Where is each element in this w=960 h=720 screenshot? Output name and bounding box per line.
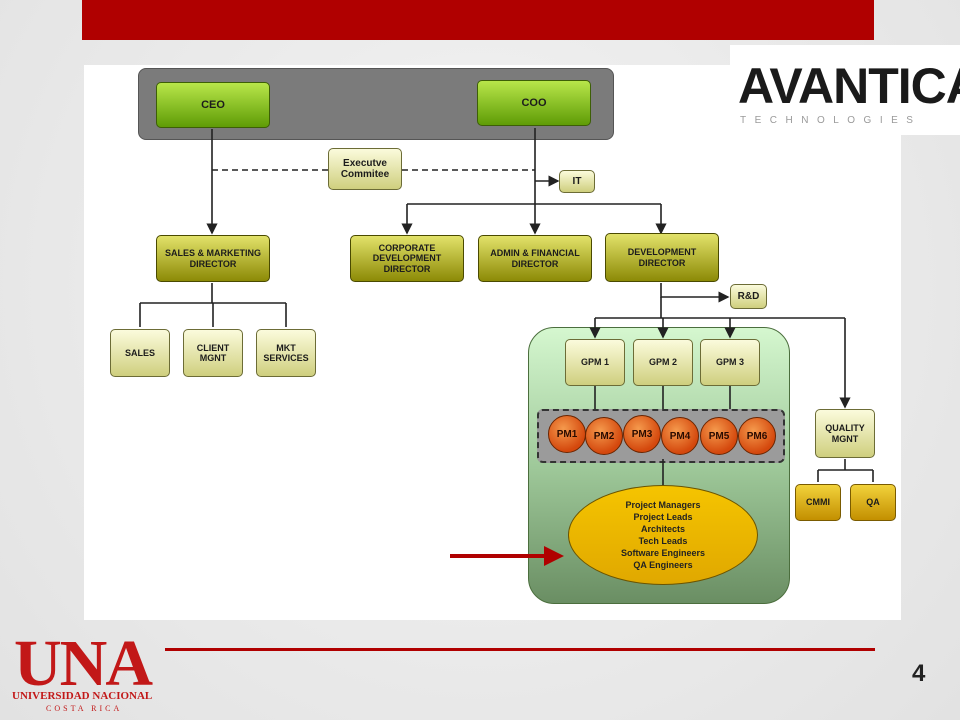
quality-mgnt-node: QUALITY MGNT bbox=[815, 409, 875, 458]
bottom-accent-rule bbox=[165, 648, 875, 651]
quality-children-lines bbox=[817, 459, 874, 482]
sales-marketing-director-node: SALES & MARKETING DIRECTOR bbox=[156, 235, 270, 282]
development-director-node: DEVELOPMENT DIRECTOR bbox=[605, 233, 719, 282]
avantica-logo-tagline: TECHNOLOGIES bbox=[740, 115, 922, 126]
gpm-to-pm-lines bbox=[594, 386, 731, 409]
executive-committee-node: Executve Commitee bbox=[328, 148, 402, 190]
team-role-architects: Architects bbox=[640, 524, 685, 534]
una-logo-wordmark: UNA bbox=[14, 627, 153, 700]
pm6-node: PM6 bbox=[738, 417, 776, 455]
pm1-node: PM1 bbox=[548, 415, 586, 453]
cmmi-node: CMMI bbox=[795, 484, 841, 521]
ceo-node: CEO bbox=[156, 82, 270, 128]
team-roles-ellipse: Project Managers Project Leads Architect… bbox=[568, 485, 758, 585]
coo-node: COO bbox=[477, 80, 591, 126]
mkt-services-node: MKT SERVICES bbox=[256, 329, 316, 377]
avantica-logo-wordmark: AVANTICA bbox=[738, 58, 960, 114]
corporate-development-director-node: CORPORATE DEVELOPMENT DIRECTOR bbox=[350, 235, 464, 282]
team-role-qa-engineers: QA Engineers bbox=[633, 560, 693, 570]
team-role-software-engineers: Software Engineers bbox=[620, 548, 706, 558]
team-role-tech-leads: Tech Leads bbox=[638, 536, 688, 546]
rnd-node: R&D bbox=[730, 284, 767, 309]
pm5-node: PM5 bbox=[700, 417, 738, 455]
page-number: 4 bbox=[912, 660, 926, 687]
una-logo: UNA UNIVERSIDAD NACIONAL COSTA RICA bbox=[8, 627, 163, 716]
development-bus-line bbox=[595, 297, 845, 319]
una-logo-country: COSTA RICA bbox=[46, 704, 123, 713]
avantica-logo: AVANTICA TECHNOLOGIES bbox=[730, 45, 960, 135]
gpm2-node: GPM 2 bbox=[633, 339, 693, 386]
pm3-node: PM3 bbox=[623, 415, 661, 453]
it-node: IT bbox=[559, 170, 595, 193]
client-mgnt-node: CLIENT MGNT bbox=[183, 329, 243, 377]
top-accent-bar bbox=[82, 0, 874, 40]
una-logo-subtitle: UNIVERSIDAD NACIONAL bbox=[12, 690, 153, 702]
gpm1-node: GPM 1 bbox=[565, 339, 625, 386]
admin-financial-director-node: ADMIN & FINANCIAL DIRECTOR bbox=[478, 235, 592, 282]
qa-node: QA bbox=[850, 484, 896, 521]
sales-children-lines bbox=[139, 283, 287, 327]
development-to-rnd-line bbox=[660, 283, 730, 303]
pm4-node: PM4 bbox=[661, 417, 699, 455]
team-role-project-managers: Project Managers bbox=[625, 500, 701, 510]
pm2-node: PM2 bbox=[585, 417, 623, 455]
sales-node: SALES bbox=[110, 329, 170, 377]
team-role-project-leads: Project Leads bbox=[633, 512, 693, 522]
gpm3-node: GPM 3 bbox=[700, 339, 760, 386]
